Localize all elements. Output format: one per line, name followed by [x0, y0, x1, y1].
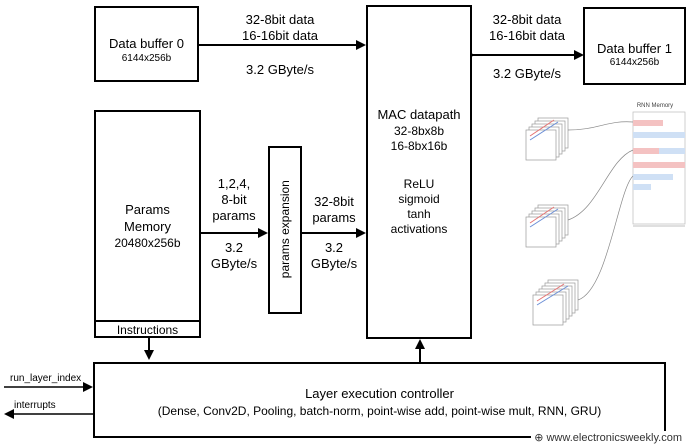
left-bus-rate: 3.2 GByte/s [246, 62, 314, 77]
mac-spec-1: 32-8bx8b [393, 124, 445, 138]
controller-title: Layer execution controller [305, 386, 454, 401]
data-buffer-1: Data buffer 1 6144x256b [583, 7, 686, 85]
params-memory-line-2: Memory [124, 219, 171, 234]
rnn-memory-header: RNN Memory [637, 103, 673, 109]
right-bus-label-2: 16-16bit data [489, 28, 565, 43]
mac-act-2: sigmoid [398, 192, 440, 206]
params-in-rate-2: GByte/s [210, 256, 258, 271]
layer-execution-controller: Layer execution controller (Dense, Conv2… [93, 362, 666, 438]
instructions-label: Instructions [116, 323, 179, 337]
controller-ops: (Dense, Conv2D, Pooling, batch-norm, poi… [157, 404, 602, 418]
mac-datapath: MAC datapath 32-8bx8b 16-8bx16b ReLU sig… [366, 5, 472, 339]
params-in-label-1: 1,2,4, [217, 176, 251, 191]
params-out-label-1: 32-8bit [314, 194, 354, 209]
params-in-rate-1: 3.2 [224, 240, 244, 255]
mac-spec-2: 16-8bx16b [390, 139, 448, 153]
params-in-label-3: params [212, 208, 256, 223]
signal-interrupts: interrupts [14, 400, 56, 411]
params-memory-size: 20480x256b [114, 236, 181, 250]
signal-run-layer-index: run_layer_index [10, 373, 82, 384]
data-buffer-1-size: 6144x256b [609, 57, 660, 68]
params-out-rate-2: GByte/s [310, 256, 358, 271]
mac-act-4: activations [390, 222, 448, 236]
data-buffer-1-title: Data buffer 1 [597, 41, 672, 56]
data-buffer-0: Data buffer 0 6144x256b [94, 6, 199, 82]
watermark-text: www.electronicsweekly.com [546, 432, 682, 444]
mac-act-3: tanh [407, 207, 431, 221]
right-bus-rate: 3.2 GByte/s [493, 66, 561, 81]
watermark: ⊕ www.electronicsweekly.com [531, 431, 685, 444]
right-bus-label-1: 32-8bit data [492, 12, 562, 27]
params-expansion-label: params expansion [277, 180, 292, 279]
globe-icon: ⊕ [534, 432, 544, 444]
params-memory-line-1: Params [125, 202, 170, 217]
mac-title: MAC datapath [377, 107, 461, 122]
left-bus-label-2: 16-16bit data [242, 28, 318, 43]
instructions-section: Instructions [96, 320, 199, 337]
data-buffer-0-title: Data buffer 0 [109, 36, 184, 51]
data-buffer-0-size: 6144x256b [121, 53, 172, 64]
params-in-label-2: 8-bit [221, 192, 247, 207]
rnn-memory-thumbnail: RNN Memory [525, 103, 686, 326]
mac-act-1: ReLU [403, 177, 435, 191]
left-bus-label-1: 32-8bit data [245, 12, 315, 27]
params-out-rate-1: 3.2 [324, 240, 344, 255]
params-expansion: params expansion [268, 146, 302, 314]
params-memory: Params Memory 20480x256b Instructions [94, 110, 201, 338]
params-out-label-2: params [312, 210, 356, 225]
